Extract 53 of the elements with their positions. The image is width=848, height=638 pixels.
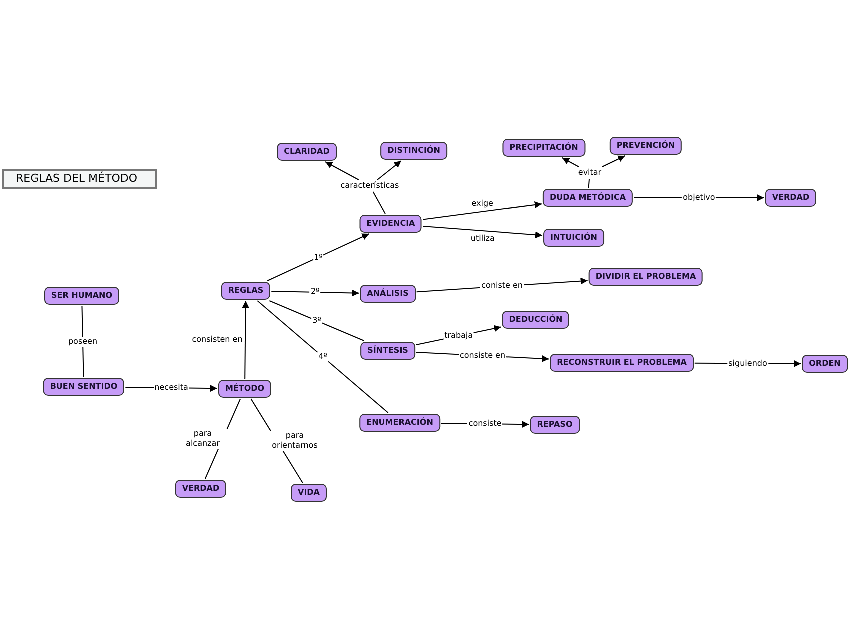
concept-box: PRECIPITACIÓN: [502, 139, 586, 157]
linking-phrase: características: [340, 181, 400, 191]
arrow: [377, 160, 402, 180]
concept-box: DIVIDIR EL PROBLEMA: [588, 268, 704, 286]
edge-label: trabaja: [444, 331, 474, 342]
edge-label: 4º: [318, 352, 328, 362]
edge-label: objetivo: [682, 193, 716, 203]
edge-label: poseen: [67, 336, 99, 346]
edge-label: consiste en: [459, 350, 507, 361]
arrow: [422, 226, 544, 239]
edge-label: necesita: [154, 383, 190, 394]
concept-box: SÍNTESIS: [360, 342, 416, 360]
concept-box: EVIDENCIA: [360, 215, 422, 233]
arrow: [271, 290, 360, 297]
concept-box: VERDAD: [175, 480, 227, 498]
linking-phrase: evitar: [577, 168, 603, 178]
concept-box: DISTINCIÓN: [380, 142, 448, 160]
concept-box: REGLAS: [221, 282, 271, 300]
arrow: [325, 162, 360, 180]
concept-box: VERDAD: [765, 189, 817, 207]
concept-box: PREVENCIÓN: [610, 137, 682, 155]
concept-box: ENUMERACIÓN: [360, 414, 440, 432]
concept-box: MÉTODO: [218, 380, 272, 398]
connector-line: [257, 300, 389, 414]
concept-box: ORDEN: [802, 355, 848, 373]
edge-label: utiliza: [470, 234, 496, 244]
arrow: [267, 234, 370, 282]
concept-box: ANÁLISIS: [360, 285, 416, 303]
concept-box: DEDUCCIÓN: [502, 311, 570, 329]
edge-label: 3º: [312, 316, 322, 326]
edge-label: coniste en: [480, 281, 524, 292]
concept-box: RECONSTRUIR EL PROBLEMA: [550, 354, 694, 372]
edge-label: consisten en: [191, 335, 244, 345]
concept-box: BUEN SENTIDO: [43, 378, 125, 396]
connector-line: [588, 178, 590, 188]
concept-box: VIDA: [291, 484, 327, 502]
concept-box: INTUICIÓN: [544, 229, 604, 247]
arrow: [562, 158, 580, 168]
concept-box: DUDA METÓDICA: [542, 189, 634, 207]
connector-line: [372, 192, 386, 214]
arrow: [422, 202, 542, 220]
arrow: [242, 300, 250, 380]
edge-label: consiste: [468, 419, 503, 430]
concept-box: REPASO: [530, 416, 580, 434]
arrow: [602, 156, 626, 168]
edge-label: siguiendo: [728, 358, 768, 369]
concept-box: CLARIDAD: [277, 143, 337, 161]
connector-line: [269, 300, 365, 342]
concept-box: SER HUMANO: [44, 287, 120, 305]
title-box: REGLAS DEL MÉTODO: [2, 169, 157, 189]
edge-label: exige: [470, 198, 494, 209]
edge-label: 1º: [313, 252, 324, 262]
connector-line: [82, 306, 84, 378]
